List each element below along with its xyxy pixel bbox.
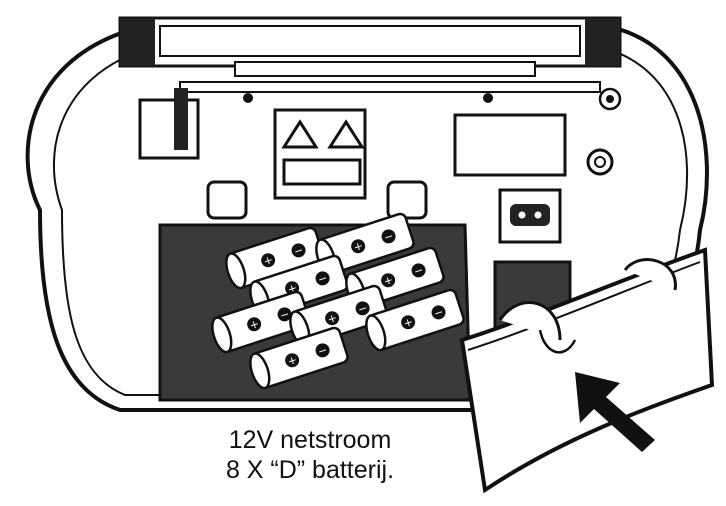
polarity-symbol: − bbox=[356, 301, 369, 316]
caption-line-2: 8 X “D” batterij. bbox=[225, 456, 395, 484]
polarity-symbol: − bbox=[412, 263, 425, 278]
polarity-symbol: − bbox=[382, 229, 395, 244]
mains-socket bbox=[498, 188, 562, 244]
power-switch bbox=[138, 88, 200, 160]
label-plate bbox=[453, 113, 567, 177]
polarity-symbol: + bbox=[262, 253, 275, 268]
polarity-symbol: − bbox=[292, 243, 305, 258]
polarity-symbol: + bbox=[402, 315, 415, 330]
polarity-symbol: + bbox=[286, 353, 299, 368]
caption-line-1: 12V netstroom bbox=[228, 426, 392, 454]
polarity-symbol: − bbox=[316, 343, 329, 358]
battery-d-cell: +− bbox=[289, 284, 389, 348]
battery-d-cell: +− bbox=[249, 326, 349, 390]
boombox-inner-outline bbox=[52, 44, 689, 396]
insert-arrow-icon bbox=[575, 372, 655, 452]
polarity-symbol: − bbox=[316, 271, 329, 286]
triangle-module bbox=[273, 108, 367, 200]
polarity-symbol: − bbox=[278, 307, 291, 322]
carry-handle bbox=[118, 16, 622, 68]
battery-d-cell: +− bbox=[365, 288, 465, 352]
polarity-symbol: − bbox=[432, 305, 445, 320]
battery-group: +−+−+−+−+−+−+−+− bbox=[211, 212, 465, 390]
polarity-symbol: + bbox=[352, 239, 365, 254]
battery-d-cell: +− bbox=[225, 226, 325, 290]
jack-socket bbox=[586, 148, 614, 176]
battery-cover bbox=[459, 247, 715, 494]
polarity-symbol: + bbox=[382, 273, 395, 288]
polarity-symbol: + bbox=[326, 311, 339, 326]
polarity-symbol: + bbox=[248, 317, 261, 332]
antenna bbox=[179, 61, 622, 111]
